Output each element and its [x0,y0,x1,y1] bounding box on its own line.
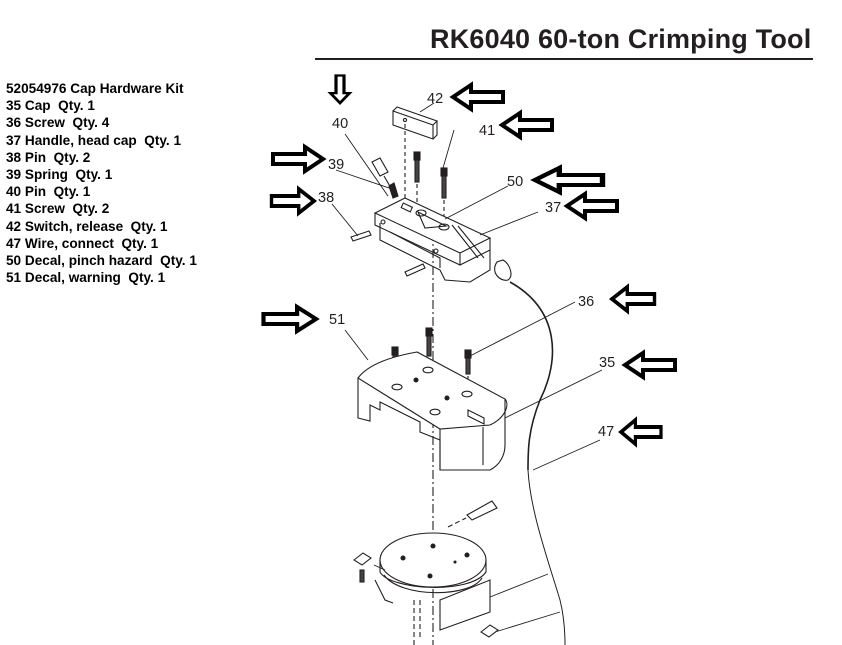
kit-item: 38 Pin Qty. 2 [6,149,91,165]
callout-40: 40 [332,116,348,132]
callout-47: 47 [598,424,614,440]
arrow-icon [610,285,657,313]
arrow-icon [451,83,505,111]
leader-lines [331,102,603,633]
callout-50: 50 [507,174,523,190]
kit-item: 42 Switch, release Qty. 1 [6,218,168,234]
arrow-icon [623,351,677,379]
arrow-icon [500,111,554,139]
arrow-icon [619,418,663,446]
kit-heading: 52054976 Cap Hardware Kit [6,81,184,96]
part-38-pins [350,230,426,277]
kit-item: 36 Screw Qty. 4 [6,115,110,131]
callout-38: 38 [318,190,334,206]
callout-35: 35 [599,355,615,371]
arrow-icon [264,307,317,331]
kit-item: 39 Spring Qty. 1 [6,167,113,183]
callout-39: 39 [328,157,344,173]
callout-51: 51 [329,312,345,328]
part-35-cap [357,351,508,471]
kit-item: 50 Decal, pinch hazard Qty. 1 [6,253,197,269]
hardware-kit-list: 52054976 Cap Hardware Kit 35 Cap Qty. 1 … [6,80,197,286]
kit-item: 37 Handle, head cap Qty. 1 [6,132,182,148]
part-47-wire [494,259,566,645]
kit-item: 35 Cap Qty. 1 [6,98,95,114]
part-37-handle-head-cap [373,197,492,283]
kit-item: 47 Wire, connect Qty. 1 [6,235,159,251]
callout-37: 37 [545,200,561,216]
arrow-icon [271,145,325,173]
tool-head-body [353,532,499,645]
callout-41: 41 [479,123,495,139]
part-42-release-switch [392,106,439,210]
kit-item: 41 Screw Qty. 2 [6,201,110,217]
title-underline [315,58,813,60]
arrow-icon [565,192,619,220]
callout-36: 36 [578,294,594,310]
callout-42: 42 [427,91,443,107]
kit-item: 51 Decal, warning Qty. 1 [6,270,166,286]
arrow-icon [328,73,352,105]
kit-item: 40 Pin Qty. 1 [6,184,91,200]
part-40-pin-39-spring [371,157,399,199]
lower-pin [447,500,498,528]
arrow-icon [535,168,603,192]
arrow-icon [269,187,316,215]
page-title: RK6040 60-ton Crimping Tool [430,24,812,54]
